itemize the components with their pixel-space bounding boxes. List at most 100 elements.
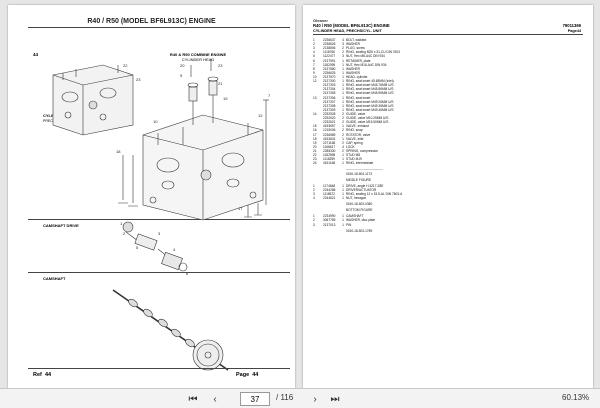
parts-cell-desc: GUIDE, valve M15.50MM U/S bbox=[346, 120, 389, 125]
parts-cell-qty: 1 bbox=[342, 95, 344, 100]
footer-page: Page 44 bbox=[236, 372, 258, 378]
parts-cell-qty: 4 bbox=[342, 144, 344, 149]
parts-cell-pn: 1182095 bbox=[323, 62, 336, 67]
parts-cell-desc: GUIDE, valve bbox=[346, 111, 366, 116]
page-number-input[interactable] bbox=[240, 392, 270, 406]
callout-7: 7 bbox=[268, 93, 271, 98]
parts-cell-pn: 2137591 bbox=[323, 58, 336, 63]
parts-cell-desc: RING, seat insert M49.36MM U/S bbox=[346, 103, 394, 108]
parts-cell-qty: 1 bbox=[342, 74, 344, 79]
next-page-button[interactable]: › bbox=[306, 392, 324, 406]
parts-cell-qty: 1 bbox=[342, 161, 344, 166]
parts-cell-desc: DRIVER/ACTUATOR bbox=[346, 187, 377, 192]
parts-cell-desc: ----------------------------------- bbox=[346, 167, 384, 172]
parts-cell-pn: 2137308 bbox=[323, 103, 336, 108]
parts-cell-desc: PIN bbox=[346, 222, 352, 227]
parts-cell-desc: PLUG, screw bbox=[346, 46, 365, 51]
parts-cell-pn: 2236625 bbox=[323, 70, 336, 75]
parts-cell-desc: RETAINER, plate bbox=[346, 58, 371, 63]
parts-cell-pn: 1118766 bbox=[323, 50, 335, 55]
camshaft-drive-drawing bbox=[122, 221, 188, 272]
parts-cell-desc: DRIVE, angle H 4217-Z8E bbox=[346, 183, 384, 188]
parts-cell-pn: 1168617 bbox=[323, 144, 336, 149]
right-page: Gleaner R40 / R50 (MODEL BF6L913C) ENGIN… bbox=[303, 5, 593, 388]
parts-cell-ref: 24 bbox=[313, 161, 317, 166]
parts-row: ----------------------------------- bbox=[313, 167, 583, 171]
parts-cell-qty: 2 bbox=[342, 50, 344, 55]
parts-cell-desc: STUD M19 bbox=[346, 157, 362, 162]
parts-cell-desc: CAMSHAFT bbox=[346, 214, 364, 219]
parts-cell-pn: 2238626 bbox=[323, 42, 336, 47]
parts-cell-qty: 2 bbox=[342, 132, 344, 137]
parts-cell-desc: MIDDLE FIGURE bbox=[346, 177, 371, 182]
zoom-level[interactable]: 60.13% bbox=[562, 393, 590, 402]
parts-cell-pn bbox=[323, 178, 340, 182]
parts-cell-qty: 1 bbox=[342, 153, 344, 158]
parts-cell-pn: 3067789 bbox=[323, 218, 336, 223]
page-title: R40 / R50 (MODEL BF6L913C) ENGINE bbox=[87, 18, 216, 25]
previous-page-button[interactable]: ‹ bbox=[206, 392, 224, 406]
parts-cell-pn: 2137013 bbox=[323, 222, 336, 227]
parts-cell-ref bbox=[313, 178, 323, 182]
parts-cell-qty: 1 bbox=[342, 214, 344, 219]
parts-cell-ref: 21 bbox=[313, 148, 317, 153]
parts-cell-desc: 0150-18-504-1173 bbox=[346, 171, 372, 176]
parts-cell-ref: 2 bbox=[313, 42, 315, 47]
parts-row: 0150-18-504-1173 bbox=[313, 172, 583, 176]
parts-cell-pn: 2137304 bbox=[323, 87, 336, 92]
parts-cell-qty: 1 bbox=[342, 66, 344, 71]
parts-cell-desc: RING, snap bbox=[346, 128, 363, 133]
page-title-code: 79011369 bbox=[562, 23, 581, 28]
parts-cell-qty: 1 bbox=[342, 157, 344, 162]
header-rule bbox=[313, 34, 583, 35]
parts-cell-ref: 13 bbox=[313, 95, 317, 100]
parts-cell-ref: 7 bbox=[313, 62, 315, 67]
left-page: R40 / R50 (MODEL BF6L913C) ENGINE 44 R40… bbox=[8, 5, 295, 388]
parts-cell-qty: 3 bbox=[342, 42, 344, 47]
parts-cell-ref: 1 bbox=[313, 183, 315, 188]
parts-cell-desc: NUT, Hex M8-A4C DIN 934 bbox=[346, 54, 385, 59]
parts-cell-ref: 3 bbox=[313, 222, 315, 227]
section-camshaft-drive: CAMSHAFT DRIVE bbox=[43, 223, 79, 228]
title-rule bbox=[28, 27, 290, 28]
brand-label: Gleaner bbox=[313, 18, 328, 23]
parts-cell-pn: 2232528 bbox=[323, 111, 336, 116]
parts-cell-desc: STUD M8 bbox=[346, 153, 360, 158]
parts-cell-pn bbox=[323, 229, 340, 233]
parts-cell-qty: 2 bbox=[342, 46, 344, 51]
parts-cell-desc: 0150-18-503-0380 bbox=[346, 202, 373, 207]
callout-drive-5: 5 bbox=[136, 245, 139, 250]
first-page-button[interactable]: ⏮ bbox=[184, 392, 202, 406]
parts-cell-qty: 2 bbox=[342, 111, 344, 116]
document-viewer[interactable]: R40 / R50 (MODEL BF6L913C) ENGINE 44 R40… bbox=[0, 0, 600, 388]
callout-18: 18 bbox=[116, 149, 121, 154]
parts-cell-pn: 2137580 bbox=[323, 66, 336, 71]
parts-cell-ref: 16 bbox=[313, 128, 317, 133]
parts-cell-ref: 20 bbox=[313, 144, 317, 149]
callout-23b: 23 bbox=[218, 63, 223, 68]
parts-row: BOTTOM FIGURE bbox=[313, 208, 583, 212]
parts-cell-qty: 3 bbox=[342, 54, 344, 59]
last-page-button[interactable]: ⏭ bbox=[326, 392, 344, 406]
parts-cell-desc: HEAD, cylinder bbox=[346, 74, 368, 79]
